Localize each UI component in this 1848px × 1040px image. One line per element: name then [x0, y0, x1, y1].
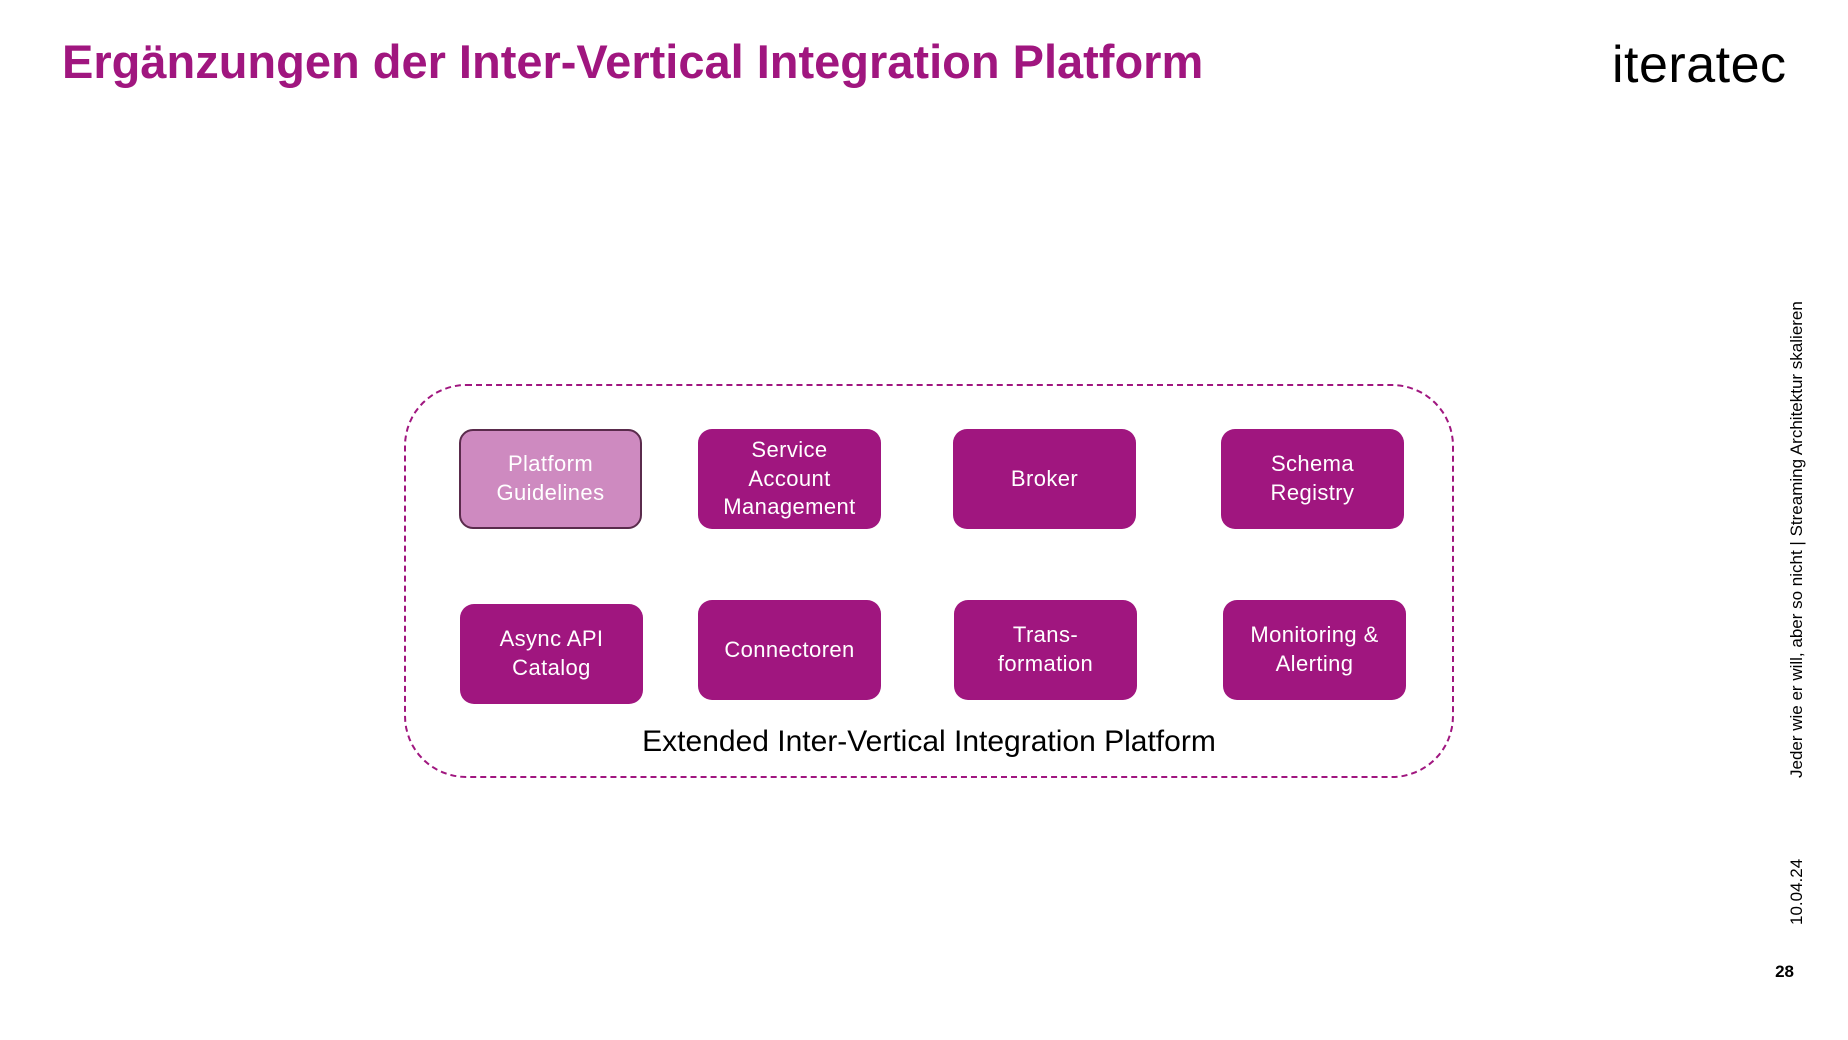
- component-service-account-management[interactable]: Service Account Management: [698, 429, 881, 529]
- platform-label: Extended Inter-Vertical Integration Plat…: [642, 725, 1216, 758]
- iteratec-logo: iteratec: [1612, 36, 1787, 94]
- platform-boundary: [404, 384, 1454, 778]
- component-label: Trans- formation: [997, 622, 1094, 676]
- footer-date: 10.04.24: [1787, 858, 1806, 925]
- component-label: Service Account Management: [723, 437, 856, 520]
- component-broker[interactable]: Broker: [953, 429, 1136, 529]
- component-label: Connectoren: [724, 636, 855, 662]
- component-connectoren[interactable]: Connectoren: [698, 600, 881, 700]
- component-platform-guidelines[interactable]: Platform Guidelines: [459, 429, 642, 529]
- component-transformation[interactable]: Trans- formation: [954, 600, 1137, 700]
- component-label: Monitoring & Alerting: [1250, 622, 1379, 676]
- slide-title: Ergänzungen der Inter-Vertical Integrati…: [62, 35, 1204, 88]
- component-label: Async API Catalog: [499, 626, 604, 680]
- footer-side-text: Jeder wie er will, aber so nicht | Strea…: [1787, 301, 1806, 778]
- component-label: Broker: [1010, 465, 1079, 491]
- component-monitoring-alerting[interactable]: Monitoring & Alerting: [1223, 600, 1406, 700]
- component-schema-registry[interactable]: Schema Registry: [1221, 429, 1404, 529]
- component-label: Schema Registry: [1270, 451, 1355, 505]
- page-number: 28: [1775, 962, 1794, 981]
- component-async-api-catalog[interactable]: Async API Catalog: [460, 604, 643, 704]
- component-label: Platform Guidelines: [496, 451, 605, 505]
